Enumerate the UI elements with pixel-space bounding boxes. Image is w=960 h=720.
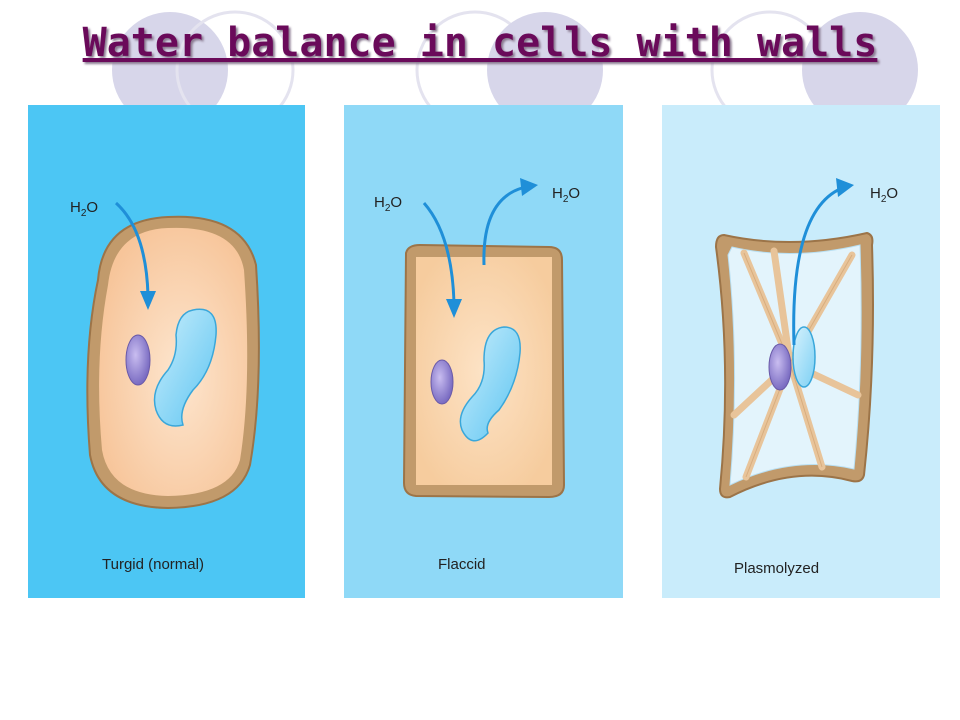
water-arrow-in — [114, 201, 150, 296]
panel-turgid: H2O Turgid (normal) — [28, 105, 305, 598]
water-arrow-out — [482, 186, 523, 266]
panel-plasmolyzed: H2O Plasmolyzed — [662, 105, 940, 598]
vacuole — [459, 326, 521, 442]
h2o-label: H2O — [70, 199, 99, 219]
h2o-label-out: H2O — [552, 185, 581, 205]
vacuole — [792, 326, 816, 388]
slide-title: Water balance in cells with walls — [82, 20, 878, 66]
caption-turgid: Turgid (normal) — [102, 556, 204, 573]
caption-plasmolyzed: Plasmolyzed — [734, 560, 820, 577]
plasmolyzed-cell-illustration — [714, 178, 874, 499]
h2o-label-in: H2O — [374, 194, 403, 214]
nucleus — [125, 334, 151, 386]
nucleus — [430, 359, 454, 405]
caption-flaccid: Flaccid — [438, 556, 486, 573]
panel-flaccid: H2O H2O Flaccid — [344, 105, 623, 598]
turgid-cell-illustration — [86, 201, 260, 510]
vacuole — [153, 308, 217, 427]
h2o-label-out: H2O — [870, 185, 899, 205]
water-arrow-in — [422, 202, 456, 304]
water-arrow-out — [792, 188, 839, 346]
flaccid-cell-illustration — [402, 178, 566, 499]
nucleus — [768, 343, 792, 391]
